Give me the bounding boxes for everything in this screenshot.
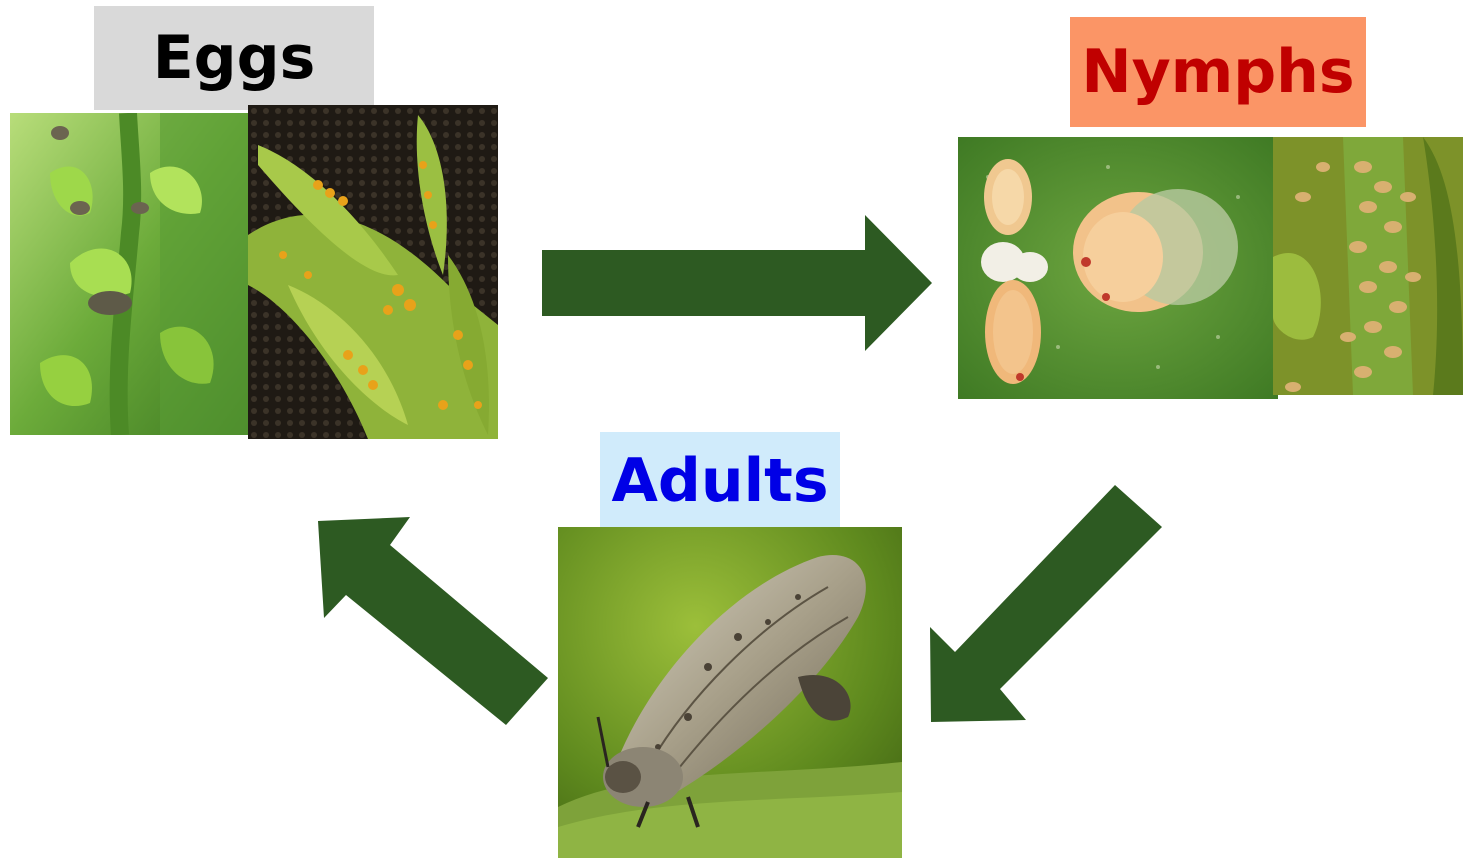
arrow-nymphs-to-adults [930, 485, 1162, 722]
arrow-eggs-to-nymphs [542, 215, 932, 351]
arrow-adults-to-eggs [318, 517, 548, 725]
